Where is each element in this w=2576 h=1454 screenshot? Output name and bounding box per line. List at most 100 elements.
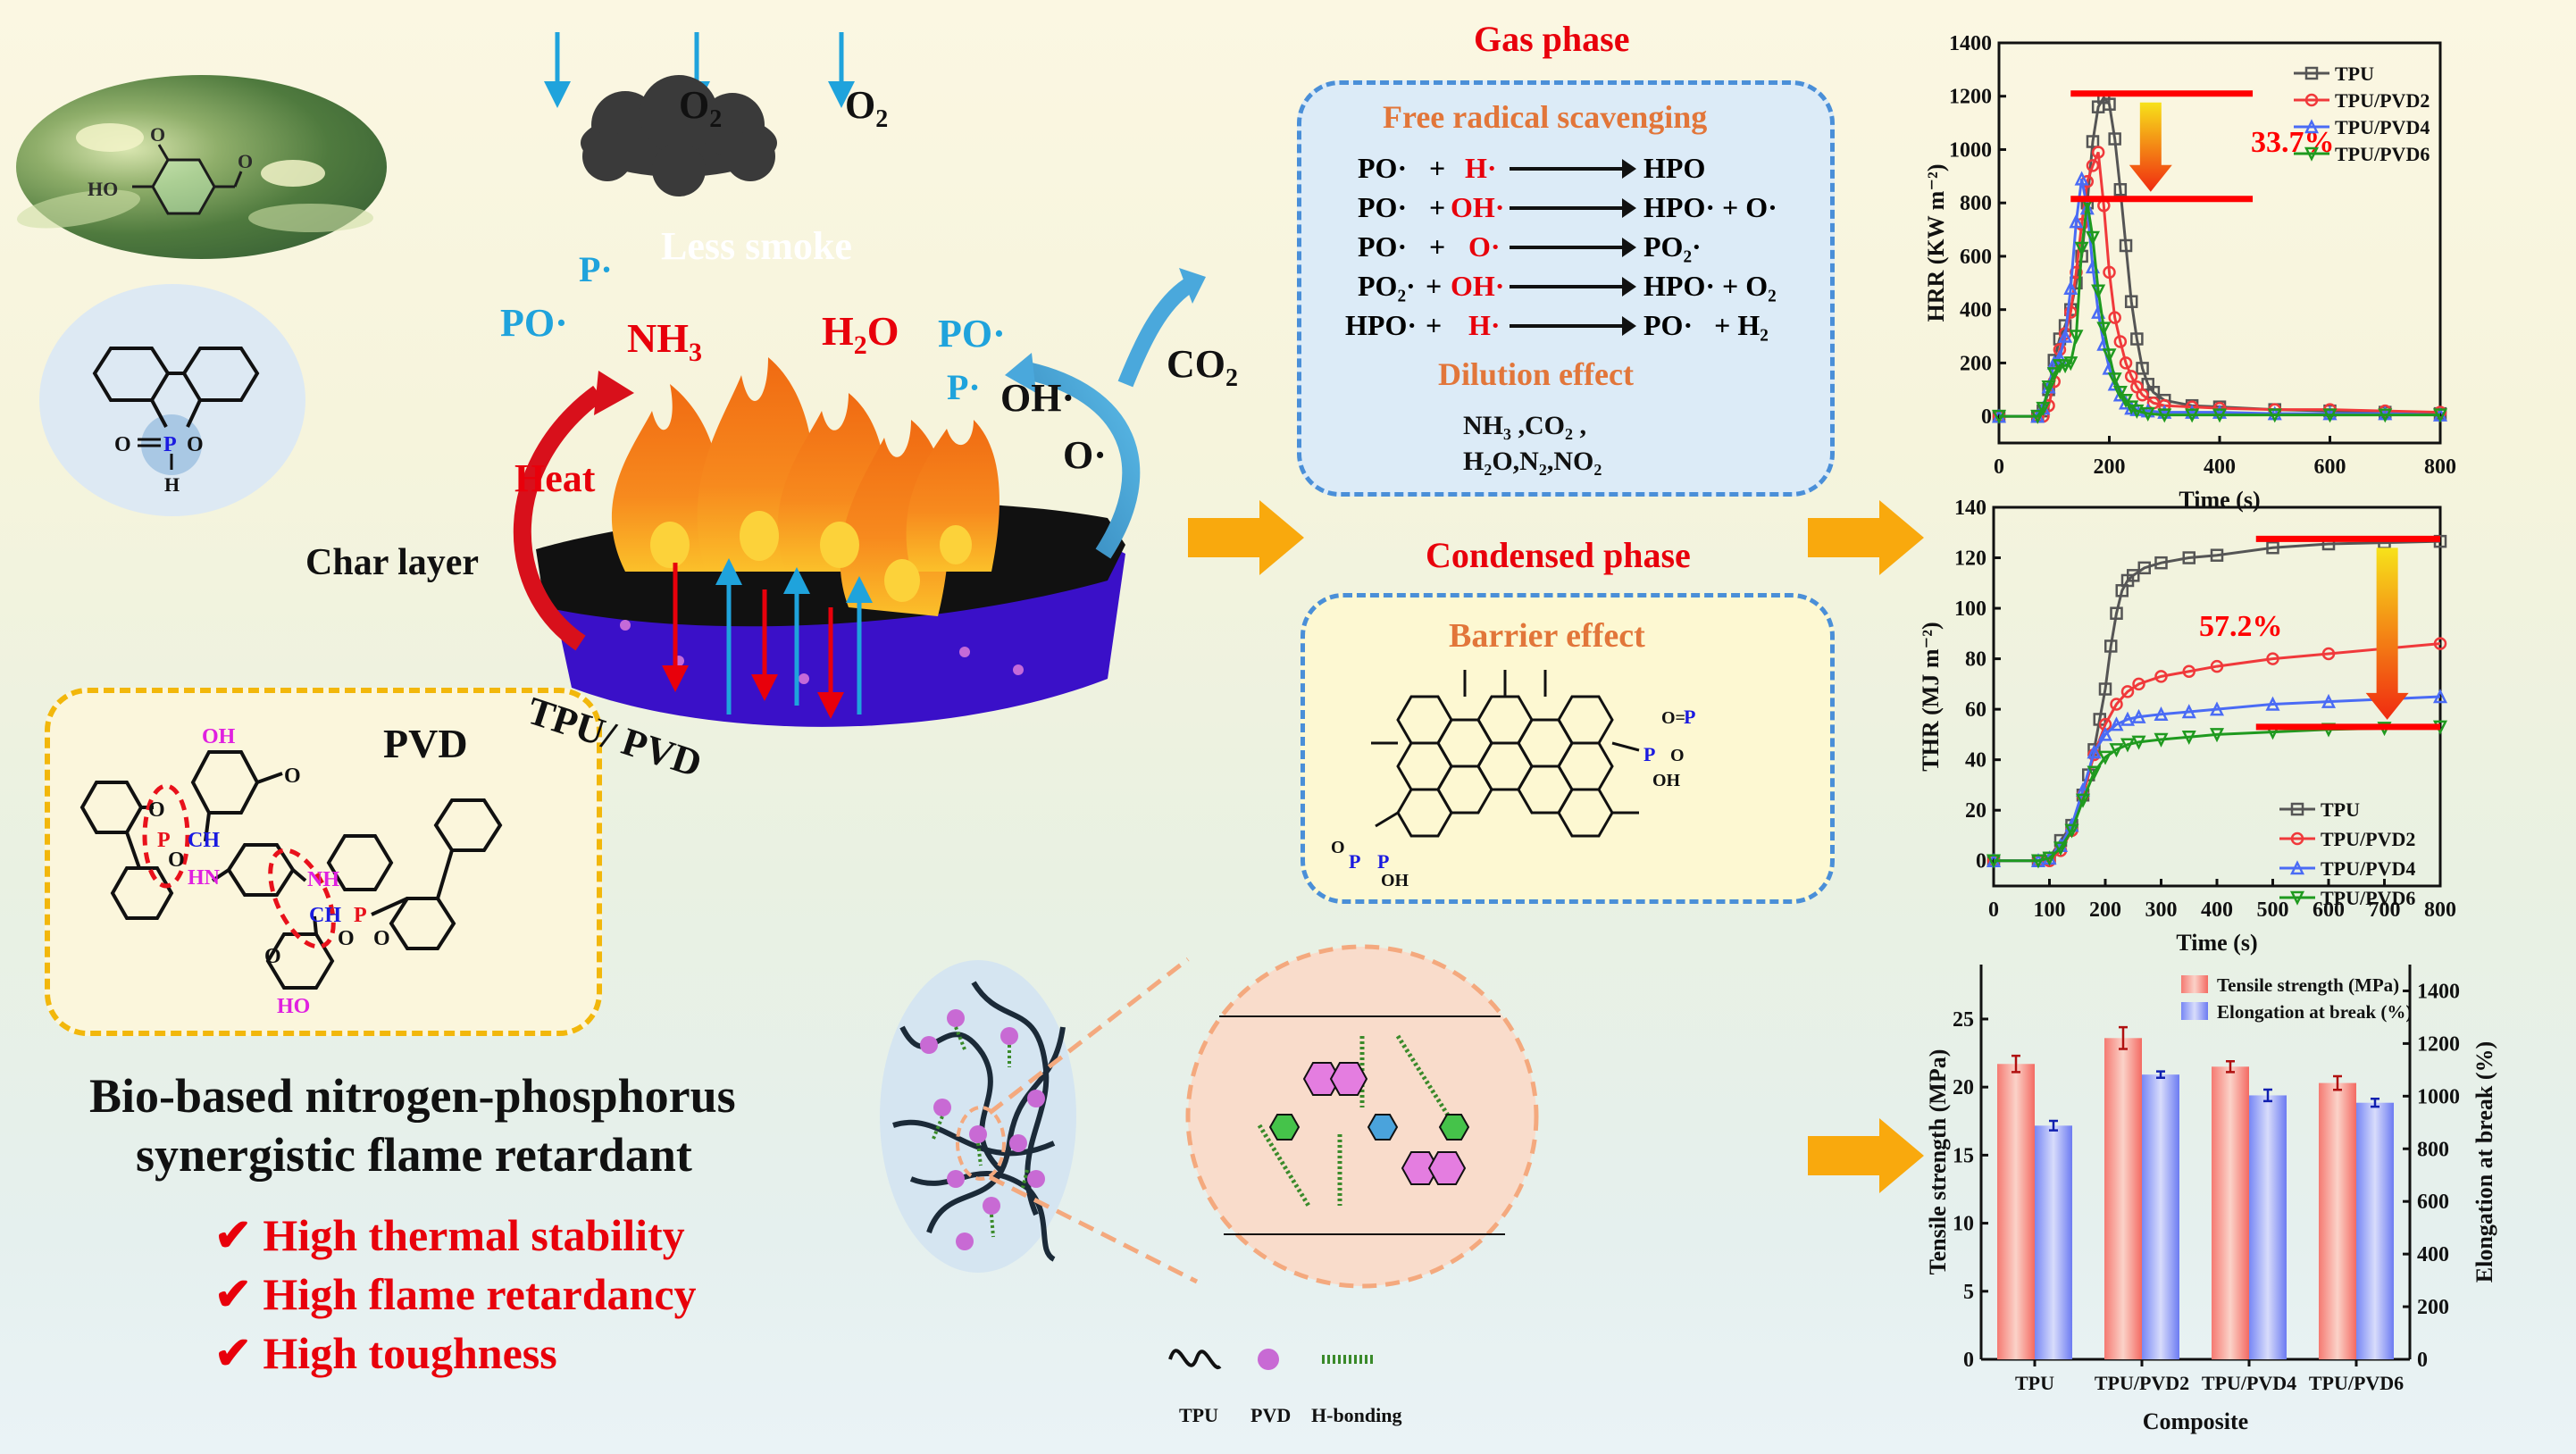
data-point (2378, 408, 2393, 423)
reduction-arrow-icon (2129, 102, 2172, 192)
pvd-ring-o-left: O (148, 798, 165, 822)
reduction-percent-label: 57.2% (2199, 610, 2283, 643)
data-point (2086, 135, 2100, 148)
char-layer-label: Char layer (305, 542, 480, 583)
data-point (2433, 637, 2447, 650)
headline-line-1: Bio-based nitrogen-phosphorus (89, 1069, 736, 1123)
legend-pvd-label: PVD (1250, 1404, 1291, 1426)
data-point (2110, 606, 2123, 620)
data-point (2064, 823, 2079, 839)
gas-phase-title: Gas phase (1474, 19, 1630, 59)
series-line (1999, 151, 2441, 418)
data-point (2064, 305, 2078, 319)
series-line (1999, 179, 2441, 418)
data-point (2181, 730, 2196, 746)
dilution-gases-line-1: NH₃ ,CO₂ , (1463, 411, 1586, 440)
check-icon: ✔ (214, 1328, 252, 1378)
p-radical-right: P· (947, 367, 981, 407)
data-point (2097, 726, 2113, 741)
data-point (2289, 860, 2305, 875)
tensile-error-bar (2333, 1074, 2342, 1091)
data-point (2069, 330, 2084, 345)
data-point (2304, 146, 2320, 162)
pvd-p-right: P (354, 904, 367, 927)
pvd-p-left: P (157, 829, 171, 852)
elongation-error-bar (2371, 1098, 2379, 1108)
x-tick-label: 600 (2314, 455, 2346, 479)
x-tick-label: 300 (2145, 898, 2178, 922)
data-point (2154, 732, 2169, 748)
data-point (2129, 404, 2145, 419)
y-tick-label: 0 (1981, 405, 1992, 429)
x-tick-label: 500 (2257, 898, 2289, 922)
y2-tick-label: 800 (2417, 1138, 2449, 1161)
data-point (2058, 328, 2073, 343)
elongation-bar (2035, 1125, 2072, 1359)
pvd-nh: NH (307, 868, 339, 891)
series-line (1999, 202, 2440, 418)
data-point (2036, 401, 2051, 416)
data-point (2210, 548, 2224, 562)
data-point (2432, 689, 2448, 704)
svg-text:O: O (1331, 838, 1345, 857)
vanillin-aldehyde-o-label: O (238, 150, 253, 172)
data-point (2113, 335, 2128, 348)
network-circle (880, 960, 1076, 1273)
data-point (2304, 66, 2319, 80)
bar-group (2104, 1025, 2179, 1359)
data-point (2102, 348, 2117, 364)
check-icon: ✔ (214, 1269, 252, 1319)
x-tick-label: 800 (2424, 898, 2456, 922)
data-point (2266, 540, 2279, 555)
data-point (2042, 851, 2057, 866)
data-point (2063, 356, 2078, 372)
y-axis-label: THR (MJ m⁻²) (1918, 622, 1944, 771)
feature-thermal-stability: ✔ High thermal stability (214, 1209, 685, 1261)
y-tick-label: 80 (1965, 648, 1986, 672)
legend-tpu-label: TPU (1179, 1404, 1218, 1426)
data-point (2289, 890, 2305, 906)
y-tick-label: 1000 (1949, 138, 1992, 162)
y-tick-label: 15 (1953, 1144, 1974, 1167)
svg-text:P: P (1643, 743, 1655, 765)
check-icon: ✔ (214, 1210, 252, 1260)
data-point (2058, 359, 2073, 374)
data-point (2119, 356, 2133, 370)
y-axis-label: Tensile strength (MPa) (1925, 1049, 1951, 1275)
pvd-o-double-right: O (338, 927, 355, 950)
series-tpu-pvd6 (1986, 720, 2448, 869)
data-point (2212, 404, 2228, 419)
bar-group (2319, 1074, 2394, 1359)
svg-text:P: P (1349, 850, 1360, 873)
series-tpu (1992, 90, 2447, 423)
svg-text:O: O (1670, 746, 1685, 765)
o-radical-label: O· (1063, 433, 1107, 477)
y2-axis-label: Elongation at break (%) (2471, 1041, 2497, 1283)
data-point (2140, 403, 2155, 418)
pvd-molecule: OH O O P O CH HN NH CH P O O O HO (79, 725, 503, 1018)
data-point (2267, 408, 2282, 423)
x-axis-label: Composite (2143, 1408, 2248, 1434)
legend-swatch-elongation (2181, 1002, 2208, 1020)
data-point (2154, 670, 2168, 683)
data-point (2041, 380, 2056, 396)
series-tpu-pvd2 (1992, 146, 2447, 423)
x-tick-label: TPU (2015, 1372, 2054, 1394)
data-point (2154, 556, 2168, 570)
tensile-bar (2212, 1066, 2249, 1359)
char-graphene-structure: O= P P O OH O P P OH (1331, 670, 1695, 890)
pvd-ch-left: CH (188, 829, 220, 852)
y-tick-label: 20 (1953, 1076, 1974, 1099)
data-point (2074, 241, 2089, 256)
tensile-bar (2104, 1038, 2142, 1359)
legend-label: TPU/PVD2 (2335, 89, 2430, 112)
legend-h-bonding-label: H-bonding (1311, 1404, 1402, 1426)
free-radical-scavenging-title: Free radical scavenging (1383, 99, 1708, 135)
data-point (2109, 716, 2124, 731)
pvd-o-left: O (168, 848, 185, 872)
legend-label: TPU/PVD2 (2321, 828, 2415, 850)
y-tick-label: 0 (1963, 1349, 1974, 1372)
data-point (2432, 408, 2448, 423)
y-tick-label: 60 (1965, 698, 1986, 722)
